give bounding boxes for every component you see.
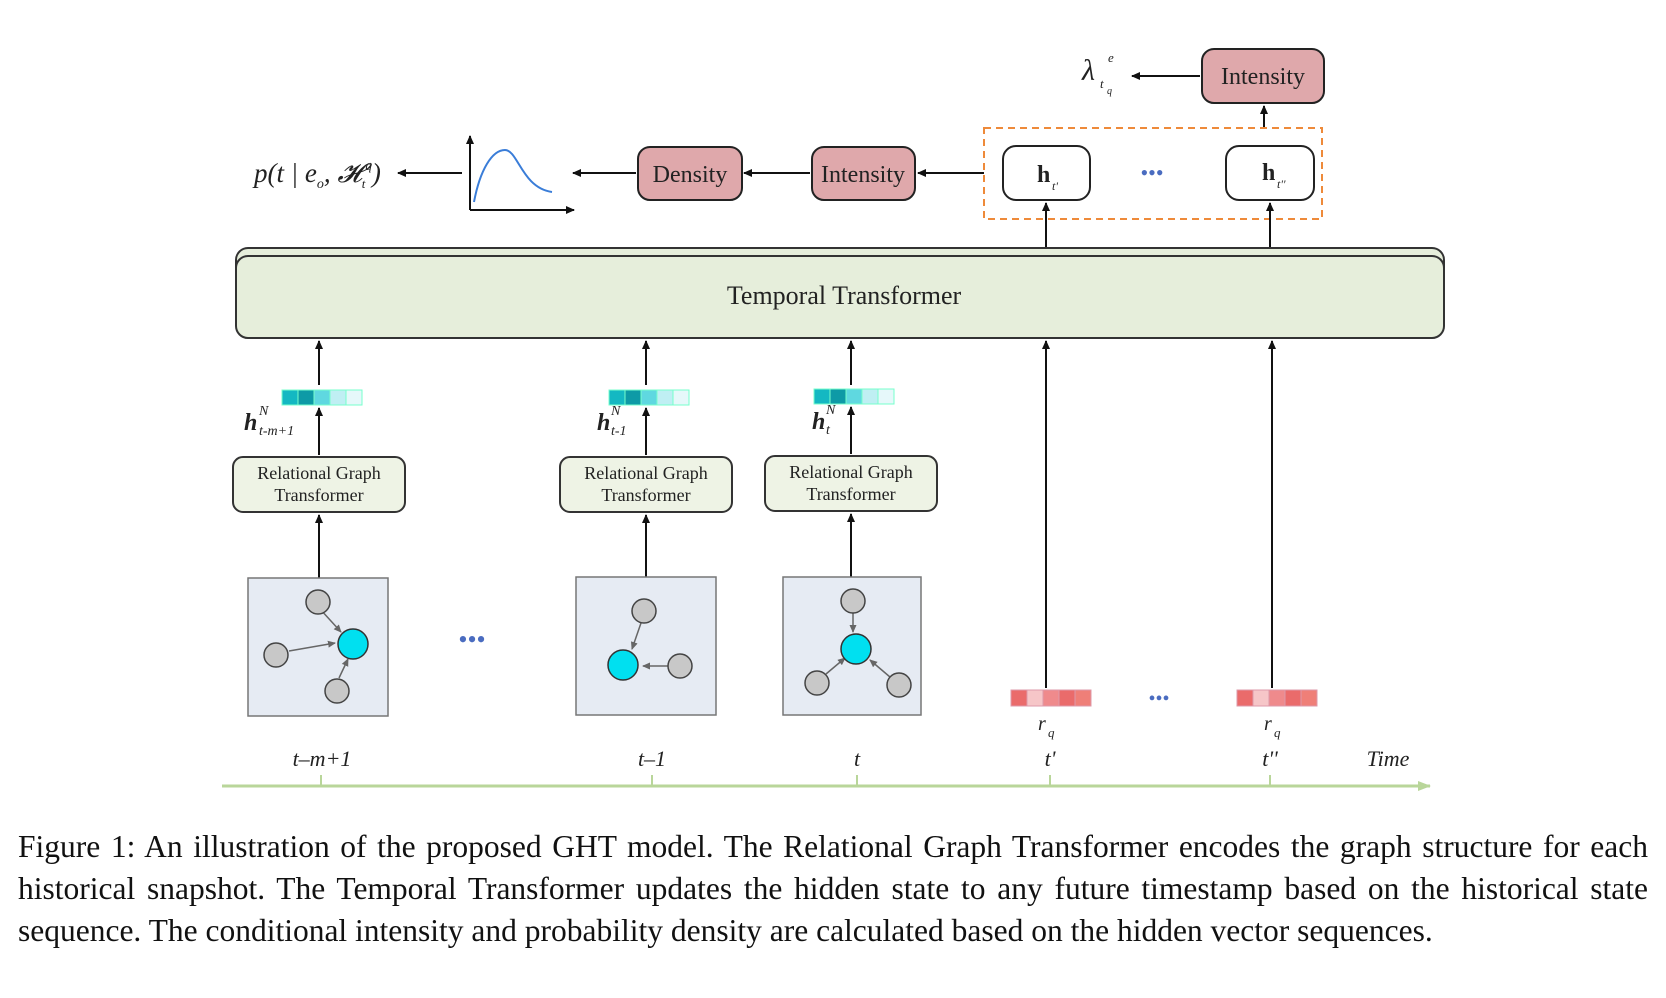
hidden-state-t-prime: h t' <box>1002 145 1091 201</box>
time-label-t-double-prime: t'' <box>1262 746 1278 771</box>
temporal-transformer-box: Temporal Transformer <box>235 247 1445 339</box>
relational-graph-transformer-1: Relational Graph Transformer <box>232 456 406 513</box>
svg-text:t-1: t-1 <box>611 424 627 439</box>
time-label-t-minus-1: t–1 <box>638 746 666 771</box>
svg-text:q: q <box>1274 725 1281 740</box>
intensity-top-box: Intensity <box>1201 48 1325 104</box>
svg-text:q: q <box>1048 725 1055 740</box>
hidden-state-t-double-prime: h t'' <box>1225 145 1315 201</box>
rq-label-2: r q <box>1264 713 1281 740</box>
graph-snapshot-3 <box>782 576 922 716</box>
svg-text:t: t <box>1100 76 1104 91</box>
density-plot-icon <box>466 135 575 214</box>
hidden-label-2: h N t-1 <box>597 404 627 439</box>
svg-text:t': t' <box>1052 179 1058 193</box>
graph-snapshot-2 <box>575 576 717 716</box>
svg-text:Transformer: Transformer <box>274 485 363 505</box>
svg-text:r: r <box>1038 713 1046 735</box>
query-vector-2 <box>1236 689 1318 707</box>
svg-text:r: r <box>1264 713 1272 735</box>
query-ellipsis: ••• <box>1148 688 1169 710</box>
intensity-mid-box: Intensity <box>811 146 916 201</box>
rq-label-1: r q <box>1038 713 1055 740</box>
future-hidden-states-group <box>983 127 1323 220</box>
svg-text:t'': t'' <box>1277 177 1286 191</box>
time-label-t: t <box>854 746 861 771</box>
svg-text:t: t <box>826 423 831 438</box>
column-t: h N t Relational Graph Transformer <box>764 340 938 716</box>
svg-text:h: h <box>812 409 825 435</box>
hidden-vector-3 <box>813 388 895 405</box>
column-t-minus-1: h N t-1 Relational Graph Transformer <box>559 340 733 716</box>
svg-text:h: h <box>1262 160 1275 186</box>
hidden-ellipsis: ••• <box>1140 160 1163 185</box>
query-column-t-double-prime: r q <box>1236 340 1318 740</box>
svg-text:q: q <box>1107 86 1112 97</box>
svg-text:Transformer: Transformer <box>806 484 895 504</box>
lambda-output: λ e t q <box>1081 50 1114 97</box>
svg-text:Intensity: Intensity <box>821 162 905 188</box>
time-axis-label: Time <box>1367 746 1410 771</box>
hidden-vector-1 <box>281 389 363 406</box>
svg-text:Relational Graph: Relational Graph <box>584 463 707 483</box>
svg-text:h: h <box>244 410 257 436</box>
svg-text:Transformer: Transformer <box>601 485 690 505</box>
time-label-t-m-plus-1: t–m+1 <box>293 746 352 771</box>
graph-snapshot-1 <box>247 577 389 717</box>
time-axis: t–m+1 t–1 t t' t'' Time <box>222 746 1431 791</box>
svg-text:h: h <box>1037 162 1050 188</box>
svg-text:p(t | eo, 𝓗tq): p(t | eo, 𝓗tq) <box>252 158 381 192</box>
hidden-label-1: h N t-m+1 <box>244 404 294 439</box>
svg-text:N: N <box>258 404 269 419</box>
snapshot-ellipsis: ••• <box>458 625 485 654</box>
hidden-label-3: h N t <box>812 403 836 438</box>
time-label-t-prime: t' <box>1045 746 1056 771</box>
svg-text:h: h <box>597 410 610 436</box>
svg-text:λ: λ <box>1081 54 1095 87</box>
relational-graph-transformer-3: Relational Graph Transformer <box>764 455 938 512</box>
ght-model-diagram: λ e t q Intensity p(t | eo, 𝓗tq) Density… <box>222 48 1445 791</box>
svg-text:Relational Graph: Relational Graph <box>789 462 912 482</box>
column-t-m-plus-1: h N t-m+1 Relational Graph Transformer <box>232 340 406 717</box>
hidden-vector-2 <box>608 389 690 406</box>
query-column-t-prime: r q <box>1010 340 1092 740</box>
svg-text:N: N <box>610 404 621 419</box>
svg-text:t-m+1: t-m+1 <box>259 424 294 439</box>
svg-text:Density: Density <box>653 162 728 188</box>
density-box: Density <box>637 146 743 201</box>
density-formula: p(t | eo, 𝓗tq) <box>252 158 381 192</box>
relational-graph-transformer-2: Relational Graph Transformer <box>559 456 733 513</box>
svg-text:Intensity: Intensity <box>1221 64 1305 90</box>
svg-text:N: N <box>825 403 836 418</box>
svg-text:Relational Graph: Relational Graph <box>257 463 380 483</box>
query-vector-1 <box>1010 689 1092 707</box>
figure-caption: Figure 1: An illustration of the propose… <box>18 829 1648 948</box>
svg-text:e: e <box>1108 50 1114 65</box>
svg-text:Temporal Transformer: Temporal Transformer <box>727 281 962 310</box>
